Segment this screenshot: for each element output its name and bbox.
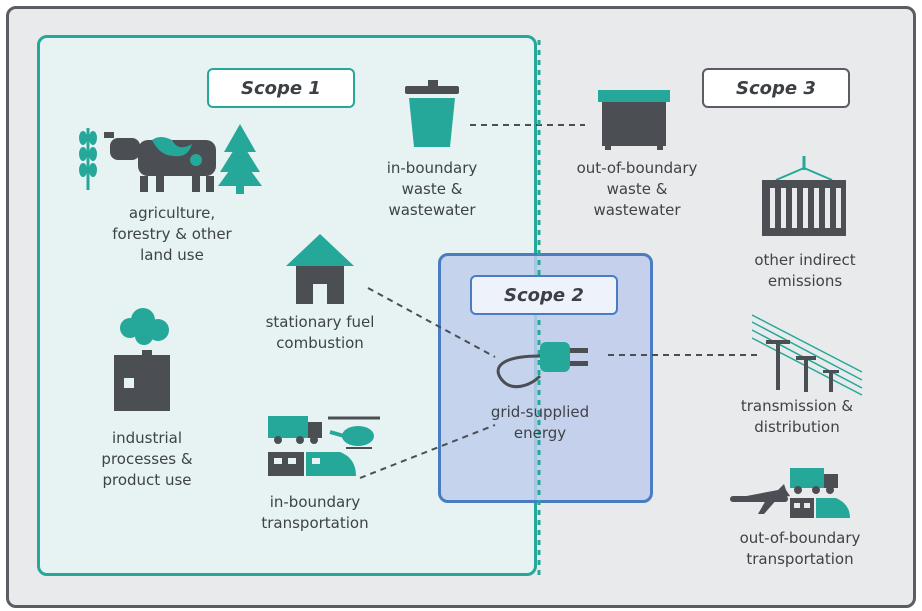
grid-energy-label: grid-supplied energy	[490, 403, 590, 442]
plug-icon	[496, 342, 588, 389]
truck-icon	[268, 416, 322, 444]
waste-bin-icon	[405, 80, 459, 147]
out-of-boundary-waste-label: out-of-boundary waste & wastewater	[576, 159, 698, 219]
other-indirect-label: other indirect emissions	[754, 251, 856, 290]
tree-icon	[218, 124, 262, 194]
shipping-container-icon	[762, 156, 846, 236]
power-line-icon	[751, 314, 863, 396]
out-truck-icon	[790, 468, 838, 494]
out-of-boundary-transport-label: out-of-boundary transportation	[739, 529, 861, 568]
stationary-fuel-label: stationary fuel combustion	[265, 313, 375, 352]
industrial-label: industrial processes & product use	[101, 429, 193, 489]
helicopter-icon	[328, 416, 380, 449]
scope2-tag: Scope 2	[470, 275, 618, 315]
scope3-tag: Scope 3	[702, 68, 850, 108]
out-train-icon	[790, 498, 850, 518]
wheat-icon	[79, 128, 97, 190]
airplane-icon	[730, 484, 790, 514]
agriculture-label: agriculture, forestry & other land use	[112, 204, 232, 264]
train-icon	[268, 452, 356, 476]
dumpster-icon	[598, 90, 670, 150]
in-boundary-transport-label: in-boundary transportation	[261, 493, 369, 532]
in-boundary-waste-label: in-boundary waste & wastewater	[386, 159, 478, 219]
transmission-label: transmission & distribution	[740, 397, 854, 436]
house-icon	[286, 234, 354, 304]
cow-icon	[104, 132, 216, 192]
connector-stationary-grid	[367, 287, 496, 358]
factory-icon	[114, 308, 170, 411]
scope1-tag: Scope 1	[207, 68, 355, 108]
connector-transport-grid	[359, 424, 496, 479]
